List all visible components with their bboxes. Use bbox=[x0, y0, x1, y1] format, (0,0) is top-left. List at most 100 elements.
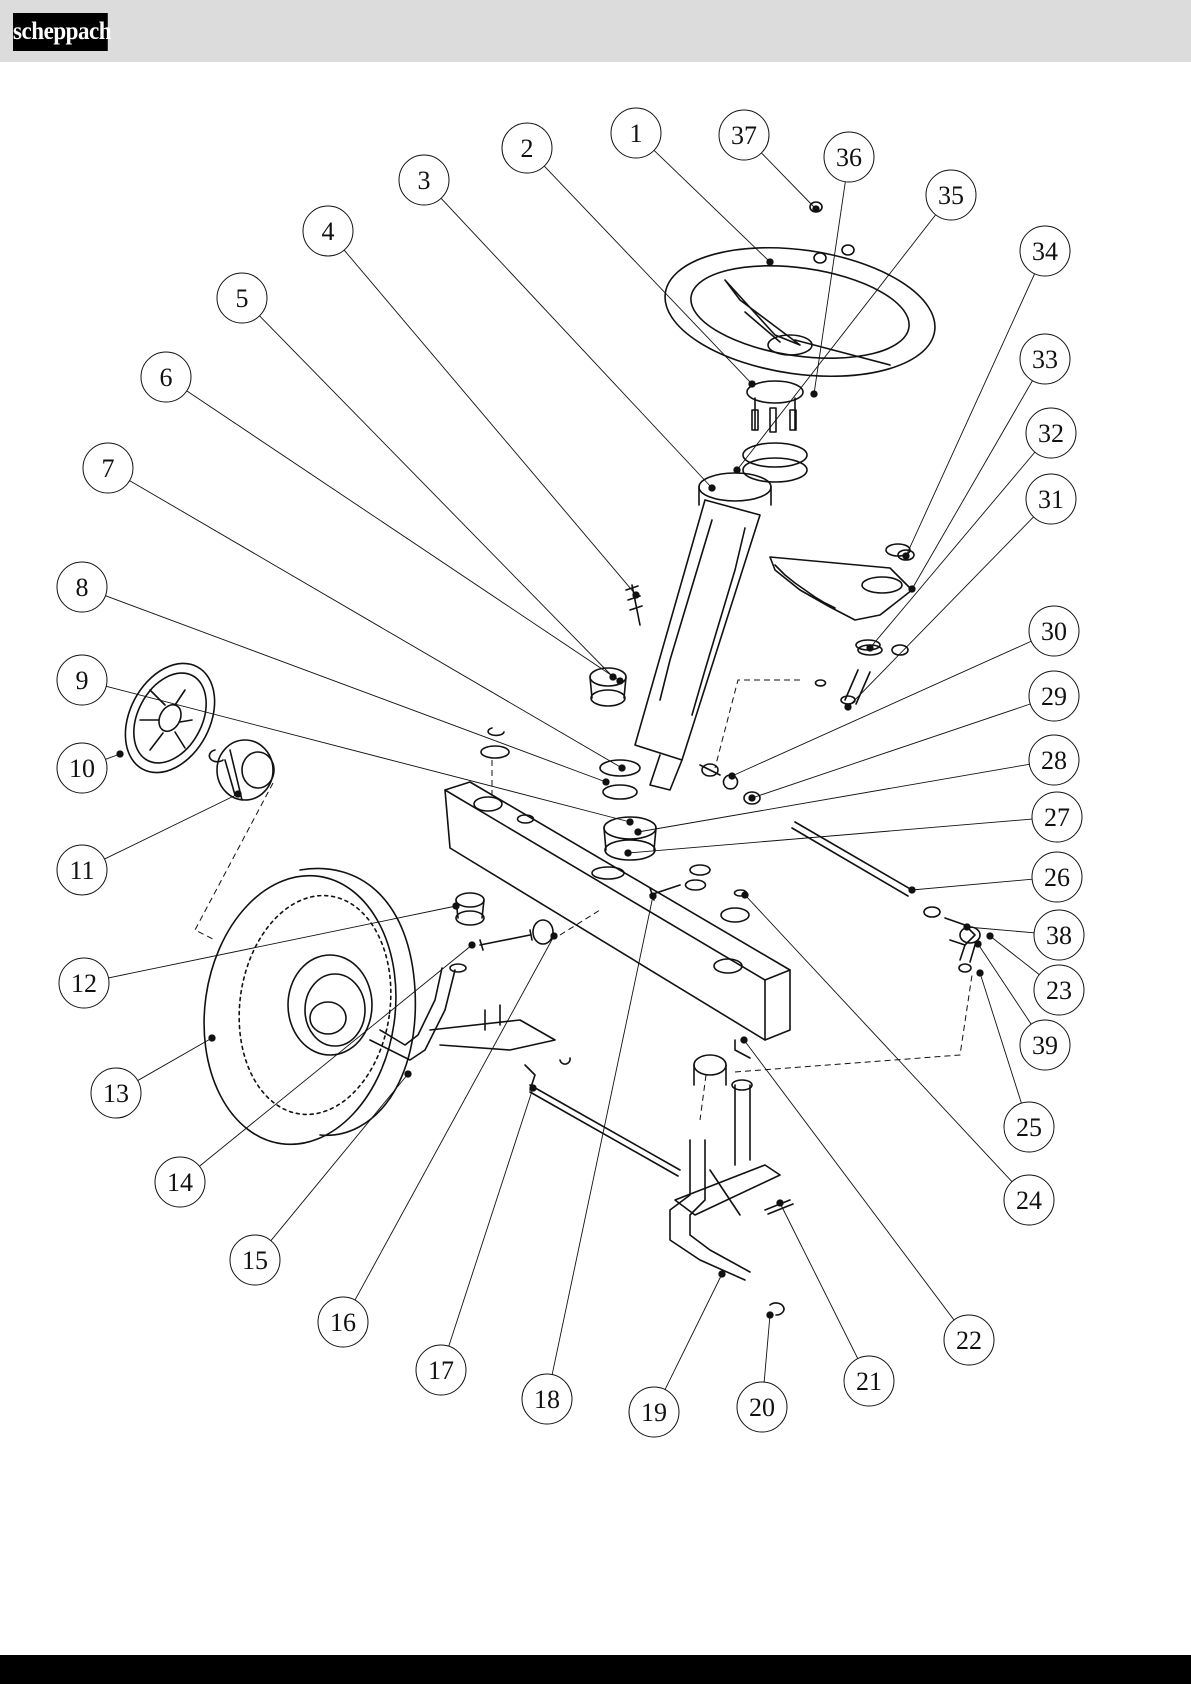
callout-27: 27 bbox=[1032, 792, 1082, 842]
callout-number: 21 bbox=[856, 1367, 882, 1396]
callout-34: 34 bbox=[1020, 226, 1070, 276]
callout-33: 33 bbox=[1020, 334, 1070, 384]
axle-beam bbox=[445, 782, 790, 1058]
callout-dot-28 bbox=[635, 829, 641, 835]
callout-dot-25 bbox=[977, 970, 983, 976]
callout-leader-21 bbox=[780, 1203, 858, 1359]
callout-number: 36 bbox=[836, 143, 862, 172]
bolt-18 bbox=[650, 880, 706, 900]
callout-dot-20 bbox=[767, 1312, 773, 1318]
callout-dot-18 bbox=[650, 893, 656, 899]
callout-19: 19 bbox=[629, 1387, 679, 1437]
callout-leader-23 bbox=[990, 936, 1039, 975]
callout-leader-6 bbox=[187, 391, 620, 681]
callout-number: 1 bbox=[630, 119, 643, 148]
callout-leader-36 bbox=[814, 182, 845, 394]
callout-number: 15 bbox=[242, 1246, 268, 1275]
callout-21: 21 bbox=[844, 1356, 894, 1406]
callout-number: 34 bbox=[1032, 237, 1058, 266]
callout-number: 13 bbox=[103, 1079, 129, 1108]
wheel-cap bbox=[107, 648, 232, 788]
callout-dot-3 bbox=[709, 485, 715, 491]
callout-dot-30 bbox=[729, 773, 735, 779]
callout-16: 16 bbox=[318, 1297, 368, 1347]
callout-leader-34 bbox=[906, 274, 1035, 556]
callout-leader-12 bbox=[108, 906, 456, 978]
callout-number: 38 bbox=[1046, 921, 1072, 950]
page-header: scheppach bbox=[0, 0, 1191, 62]
callout-number: 5 bbox=[236, 284, 249, 313]
callout-dot-4 bbox=[633, 592, 639, 598]
callout-number: 9 bbox=[76, 666, 89, 695]
callout-10: 10 bbox=[57, 743, 107, 793]
callout-2: 2 bbox=[502, 123, 552, 173]
callout-number: 33 bbox=[1032, 345, 1058, 374]
callout-18: 18 bbox=[522, 1374, 572, 1424]
callout-leader-2 bbox=[544, 166, 752, 384]
callout-leader-32 bbox=[870, 452, 1035, 648]
callout-leader-17 bbox=[449, 1088, 533, 1346]
steering-column bbox=[635, 500, 760, 790]
callout-dot-35 bbox=[734, 467, 740, 473]
callout-dot-14 bbox=[469, 942, 475, 948]
callout-number: 31 bbox=[1038, 485, 1064, 514]
right-spindle bbox=[670, 1055, 780, 1280]
callout-dot-11 bbox=[235, 791, 241, 797]
callout-leader-15 bbox=[271, 1074, 408, 1241]
callout-number: 32 bbox=[1038, 419, 1064, 448]
callout-number: 6 bbox=[160, 363, 173, 392]
callout-dot-12 bbox=[453, 903, 459, 909]
callout-39: 39 bbox=[1020, 1020, 1070, 1070]
callout-26: 26 bbox=[1032, 852, 1082, 902]
callout-number: 14 bbox=[167, 1168, 193, 1197]
left-spindle bbox=[370, 964, 555, 1060]
callout-number: 22 bbox=[956, 1326, 982, 1355]
callout-number: 19 bbox=[641, 1398, 667, 1427]
callout-leader-39 bbox=[978, 944, 1031, 1024]
callout-leader-14 bbox=[199, 945, 472, 1166]
callout-12: 12 bbox=[59, 958, 109, 1008]
callout-36: 36 bbox=[824, 132, 874, 182]
callout-23: 23 bbox=[1034, 965, 1084, 1015]
callout-leader-35 bbox=[737, 215, 936, 470]
callout-number: 2 bbox=[521, 134, 534, 163]
callout-leader-33 bbox=[912, 381, 1032, 589]
callout-4: 4 bbox=[303, 206, 353, 256]
callout-17: 17 bbox=[416, 1345, 466, 1395]
callout-30: 30 bbox=[1029, 606, 1079, 656]
callout-number: 23 bbox=[1046, 976, 1072, 1005]
nuts-washers bbox=[518, 202, 915, 896]
callout-dot-31 bbox=[845, 704, 851, 710]
callout-number: 37 bbox=[731, 121, 757, 150]
bolt-4 bbox=[626, 585, 642, 625]
callout-number: 39 bbox=[1032, 1031, 1058, 1060]
callout-dot-16 bbox=[551, 933, 557, 939]
callout-number: 10 bbox=[69, 754, 95, 783]
callout-3: 3 bbox=[399, 155, 449, 205]
callout-dot-27 bbox=[625, 850, 631, 856]
callout-leader-27 bbox=[628, 819, 1032, 853]
callout-dot-36 bbox=[811, 391, 817, 397]
callout-dot-38 bbox=[964, 924, 970, 930]
callout-38: 38 bbox=[1034, 910, 1084, 960]
callout-leader-28 bbox=[638, 764, 1029, 832]
callout-dot-29 bbox=[749, 795, 755, 801]
callout-dot-26 bbox=[909, 887, 915, 893]
callout-13: 13 bbox=[91, 1068, 141, 1118]
callout-28: 28 bbox=[1029, 735, 1079, 785]
callout-leader-4 bbox=[344, 250, 636, 595]
callout-dot-10 bbox=[117, 751, 123, 757]
callout-dot-13 bbox=[209, 1035, 215, 1041]
callout-leader-19 bbox=[665, 1274, 722, 1390]
callout-leader-13 bbox=[138, 1038, 212, 1081]
callout-5: 5 bbox=[217, 273, 267, 323]
callout-dot-23 bbox=[987, 933, 993, 939]
callout-leader-29 bbox=[752, 704, 1030, 798]
callout-number: 24 bbox=[1016, 1186, 1042, 1215]
callout-leader-9 bbox=[106, 686, 630, 822]
callout-number: 16 bbox=[330, 1308, 356, 1337]
callout-number: 4 bbox=[322, 217, 335, 246]
callout-dot-39 bbox=[975, 941, 981, 947]
callout-dot-32 bbox=[867, 645, 873, 651]
callout-dot-1 bbox=[767, 259, 773, 265]
